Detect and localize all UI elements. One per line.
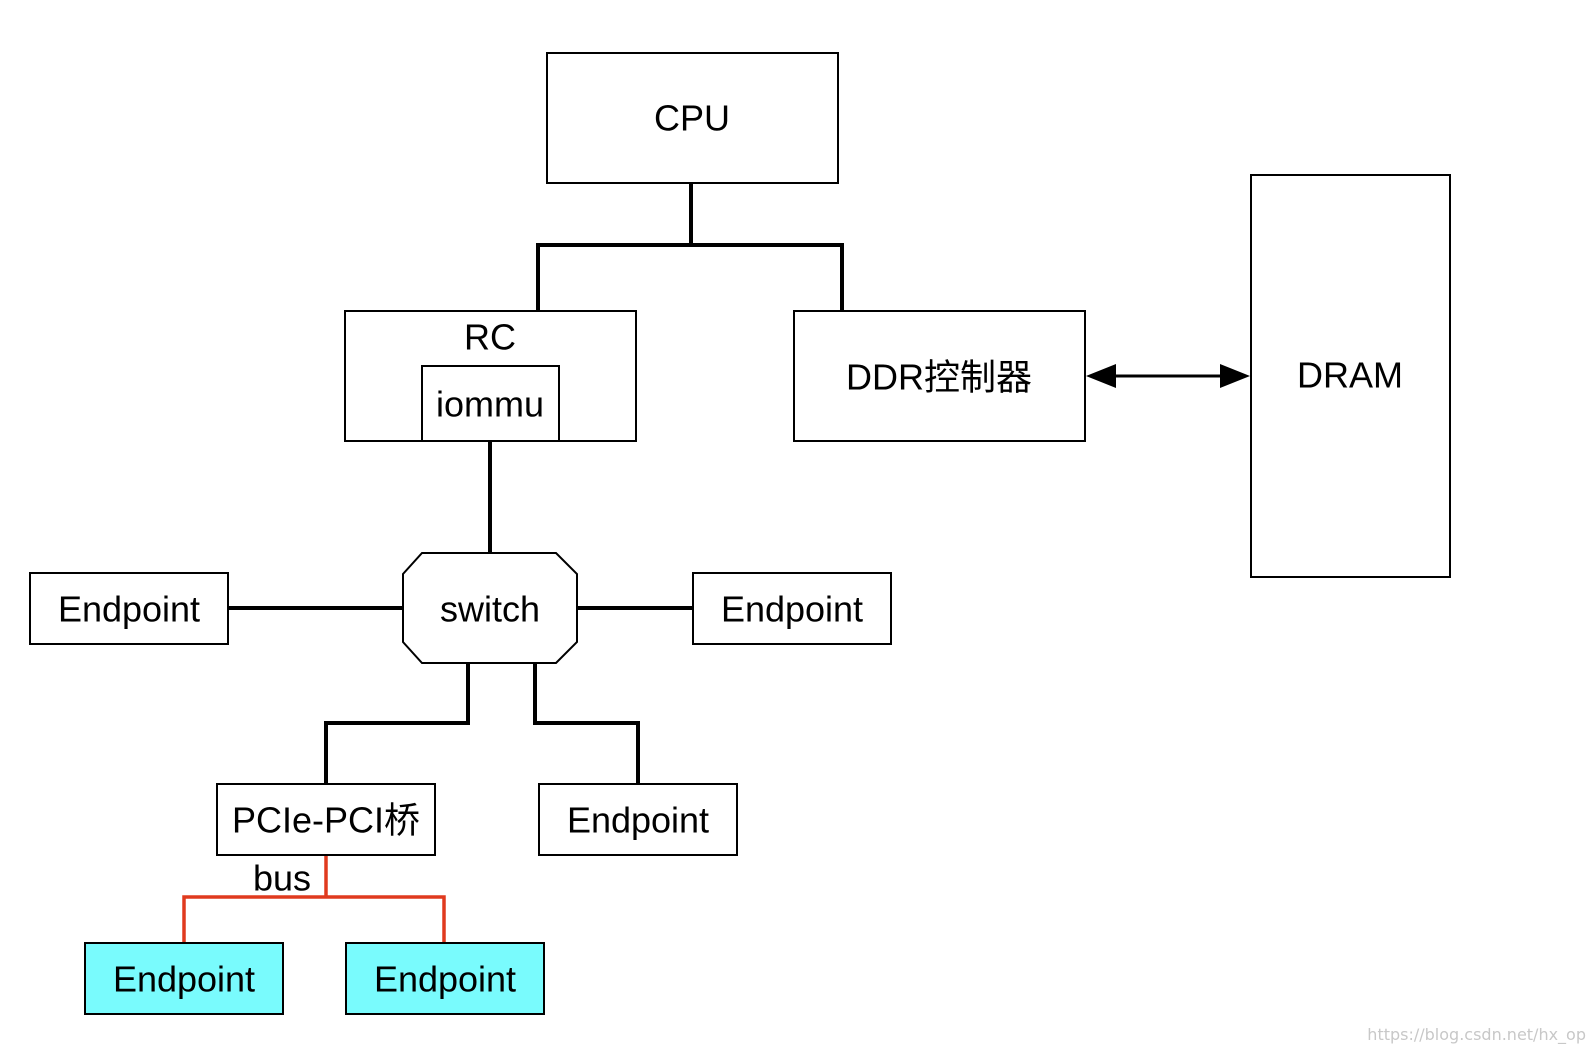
ddr-controller-box <box>793 310 1086 442</box>
pci-endpoint-2-label: Endpoint <box>374 959 516 1000</box>
switch-lower-endpoint-line <box>533 663 640 783</box>
bus-branch-line <box>182 895 446 942</box>
pcie-pci-bridge-box <box>216 783 436 856</box>
pcie-pci-bridge-label: PCIe-PCI桥 <box>232 800 420 841</box>
switch-shape <box>402 552 578 664</box>
endpoint-under-switch-node: Endpoint <box>538 783 738 856</box>
ddr-dram-arrow <box>1086 364 1250 388</box>
pci-endpoint-1-node: Endpoint <box>84 942 284 1015</box>
cpu-label: CPU <box>654 98 730 139</box>
pci-endpoint-1-label: Endpoint <box>113 959 255 1000</box>
endpoint-left-node: Endpoint <box>29 572 229 645</box>
endpoint-left-box <box>29 572 229 645</box>
endpoint-under-switch-box <box>538 783 738 856</box>
dram-box <box>1250 174 1451 578</box>
iommu-label: iommu <box>436 384 544 425</box>
switch-bridge-line <box>324 663 470 783</box>
cpu-node: CPU <box>546 52 839 184</box>
switch-label: switch <box>440 589 540 630</box>
arrowhead-left-icon <box>1086 364 1116 388</box>
endpoint-right-box <box>692 572 892 645</box>
iommu-box <box>421 365 560 442</box>
cpu-branch-line <box>536 243 844 310</box>
arrowhead-right-icon <box>1220 364 1250 388</box>
pci-bus-lines <box>182 854 446 942</box>
endpoint-left-label: Endpoint <box>58 589 200 630</box>
switch-node: switch <box>402 552 578 664</box>
pci-endpoint-1-box <box>84 942 284 1015</box>
pci-endpoint-2-node: Endpoint <box>345 942 545 1015</box>
rc-node: RC iommu <box>344 310 637 442</box>
ddr-controller-node: DDR控制器 <box>793 310 1086 442</box>
dram-label: DRAM <box>1297 355 1403 396</box>
pcie-pci-bridge-node: PCIe-PCI桥 <box>216 783 436 856</box>
rc-label: RC <box>464 317 516 358</box>
endpoint-under-switch-label: Endpoint <box>567 800 709 841</box>
bus-label: bus <box>253 858 311 899</box>
endpoint-right-node: Endpoint <box>692 572 892 645</box>
pci-endpoint-2-box <box>345 942 545 1015</box>
cpu-box <box>546 52 839 184</box>
watermark-text: https://blog.csdn.net/hx_op <box>1367 1025 1586 1045</box>
connectors <box>228 183 844 783</box>
endpoint-right-label: Endpoint <box>721 589 863 630</box>
ddr-controller-label: DDR控制器 <box>846 357 1032 398</box>
dram-node: DRAM <box>1250 174 1451 578</box>
